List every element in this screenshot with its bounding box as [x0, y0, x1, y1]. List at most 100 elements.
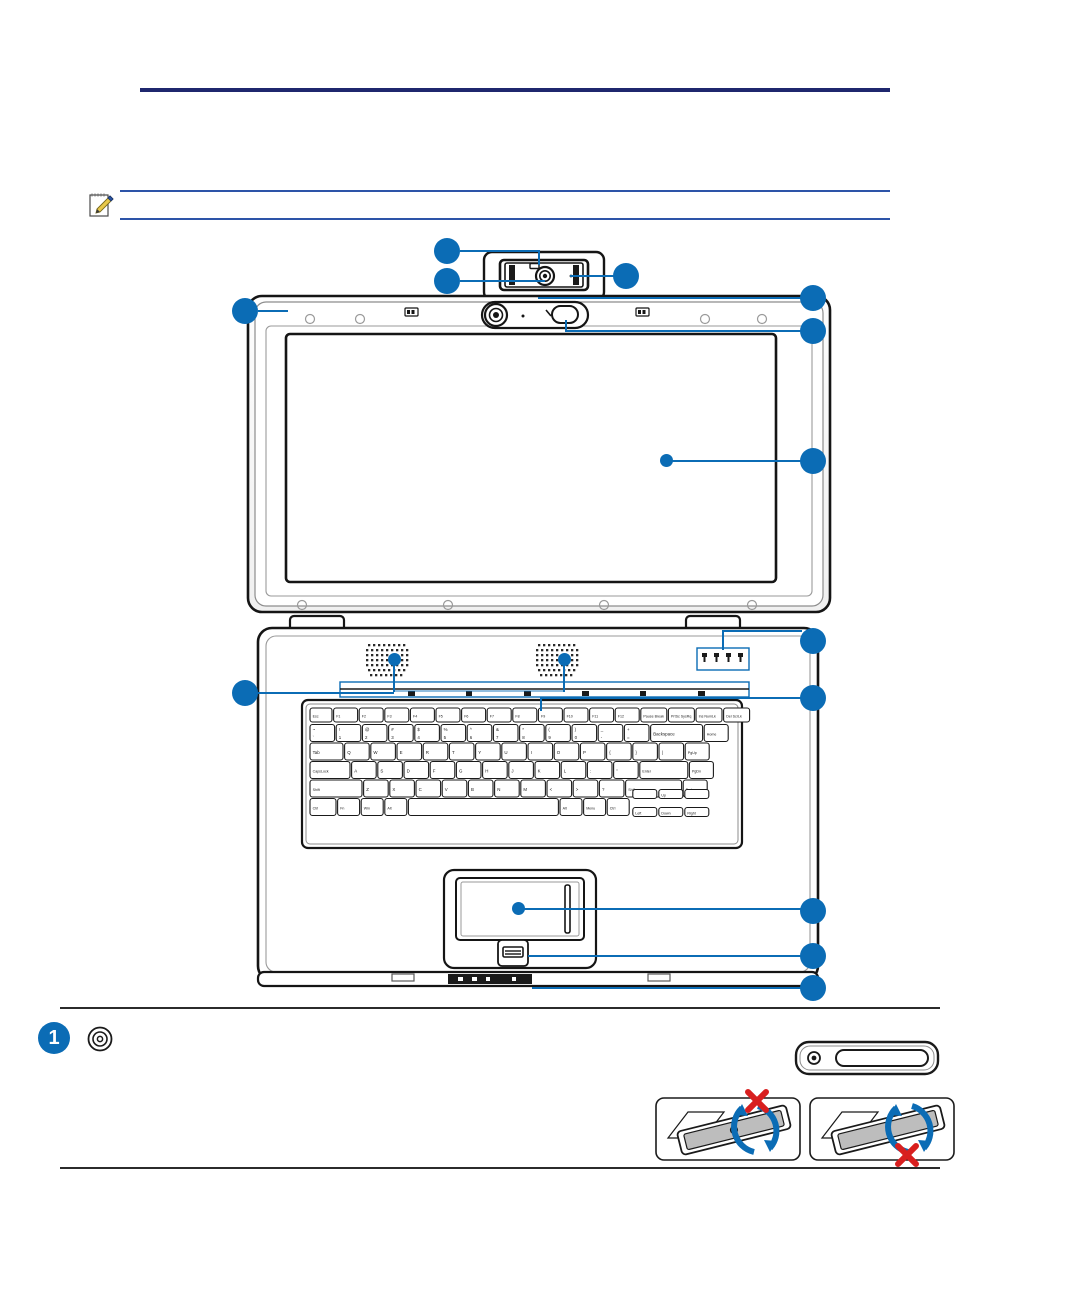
callout-leader-6b — [565, 320, 567, 332]
svg-text:Alt: Alt — [563, 807, 567, 811]
svg-text:~: ~ — [313, 727, 316, 732]
callout-badge-fingerprint[interactable] — [800, 943, 826, 969]
callout-leader-3 — [570, 275, 614, 277]
svg-text:3: 3 — [391, 735, 394, 740]
section-rule-top — [60, 1007, 940, 1009]
item-number-badge: 1 — [38, 1022, 70, 1054]
svg-text:_: _ — [600, 727, 604, 732]
svg-text:1: 1 — [339, 735, 342, 740]
note-bar-text — [126, 196, 876, 214]
callout-leader-10 — [258, 692, 394, 694]
svg-text:R: R — [426, 750, 429, 755]
svg-text:Right: Right — [687, 812, 695, 816]
svg-text:X: X — [392, 787, 395, 792]
svg-text:F2: F2 — [362, 715, 366, 719]
svg-text:D: D — [407, 769, 410, 774]
svg-text::: : — [590, 769, 591, 774]
svg-text:Enter: Enter — [642, 770, 651, 774]
svg-text:PgDn: PgDn — [692, 770, 701, 774]
callout-badge-instant-keys[interactable] — [800, 685, 826, 711]
svg-text:Menu: Menu — [586, 807, 595, 811]
callout-leader-7 — [666, 460, 802, 462]
svg-text:F: F — [433, 769, 436, 774]
svg-text:Pause Break: Pause Break — [643, 715, 664, 719]
svg-text:M: M — [523, 787, 527, 792]
callout-badge-camera-microphone[interactable] — [434, 238, 460, 264]
callout-leader-6 — [565, 330, 802, 332]
callout-badge-speakers[interactable] — [232, 680, 258, 706]
svg-text:Shift: Shift — [313, 788, 320, 792]
callout-badge-status-leds[interactable] — [800, 628, 826, 654]
svg-text:E: E — [400, 750, 403, 755]
svg-text:F12: F12 — [618, 715, 624, 719]
svg-text:J: J — [511, 769, 513, 774]
svg-text:8: 8 — [522, 735, 525, 740]
svg-text:9: 9 — [548, 735, 551, 740]
rotation-panel-left — [655, 1089, 801, 1161]
svg-text:?: ? — [602, 787, 605, 792]
svg-text:K: K — [538, 769, 541, 774]
callout-badge-touchpad[interactable] — [800, 898, 826, 924]
callout-badge-camera-inset-right[interactable] — [613, 263, 639, 289]
power-connector-icon — [85, 1024, 115, 1054]
svg-text:}: } — [635, 750, 637, 755]
callout-badge-front-indicators[interactable] — [800, 975, 826, 1001]
svg-text:F3: F3 — [387, 715, 391, 719]
callout-leader-12 — [528, 955, 802, 957]
svg-text:>: > — [576, 787, 579, 792]
callout-leader-8b — [722, 630, 724, 650]
svg-text:Ins NumLk: Ins NumLk — [699, 715, 716, 719]
svg-text:Win: Win — [364, 807, 370, 811]
rotation-panel-right — [809, 1097, 955, 1167]
svg-text:": " — [616, 769, 618, 774]
callout-badge-display-panel[interactable] — [800, 448, 826, 474]
callout-badge-camera-lens[interactable] — [434, 268, 460, 294]
svg-text:F4: F4 — [413, 715, 417, 719]
callout-leader-11 — [518, 908, 802, 910]
svg-text:F10: F10 — [567, 715, 573, 719]
svg-text:=: = — [627, 735, 630, 740]
svg-text:Left: Left — [635, 812, 641, 816]
callout-leader-2 — [460, 280, 545, 282]
svg-text:!: ! — [339, 727, 340, 732]
svg-text:$: $ — [417, 727, 420, 732]
svg-text:Tab: Tab — [313, 750, 321, 755]
note-bar-top-rule — [120, 190, 890, 192]
camera-rotation-warning-illustration — [650, 1020, 970, 1170]
callout-badge-camera-top[interactable] — [800, 285, 826, 311]
section-rule-bottom — [60, 1167, 940, 1169]
svg-text:V: V — [445, 787, 448, 792]
svg-text:H: H — [485, 769, 488, 774]
svg-text:I: I — [531, 750, 532, 755]
svg-text:O: O — [557, 750, 561, 755]
svg-text:Alt: Alt — [387, 807, 391, 811]
callout-badge-lid-left[interactable] — [232, 298, 258, 324]
callout-badge-camera-latch[interactable] — [800, 318, 826, 344]
svg-text:%: % — [444, 727, 448, 732]
header-rule — [140, 88, 890, 92]
svg-text:Shift: Shift — [628, 788, 635, 792]
display-panel — [284, 332, 778, 584]
svg-text:Down: Down — [661, 812, 670, 816]
svg-text:C: C — [419, 787, 422, 792]
svg-text:F6: F6 — [464, 715, 468, 719]
svg-text:7: 7 — [496, 735, 499, 740]
svg-text:Fn: Fn — [340, 807, 344, 811]
svg-text:N: N — [497, 787, 500, 792]
callout-leader-10d — [393, 690, 565, 692]
callout-leader-4 — [258, 310, 288, 312]
callout-leader-8 — [722, 630, 802, 632]
front-edge-indicators — [448, 974, 532, 984]
svg-text:W: W — [373, 750, 378, 755]
svg-text:PrtSc SysRq: PrtSc SysRq — [671, 715, 691, 719]
callout-leader-13 — [532, 987, 802, 989]
svg-text:Q: Q — [347, 750, 351, 755]
callout-leader-9 — [540, 697, 802, 699]
svg-text:): ) — [575, 727, 577, 732]
svg-text:F8: F8 — [515, 715, 519, 719]
callout-leader-1 — [460, 250, 539, 252]
